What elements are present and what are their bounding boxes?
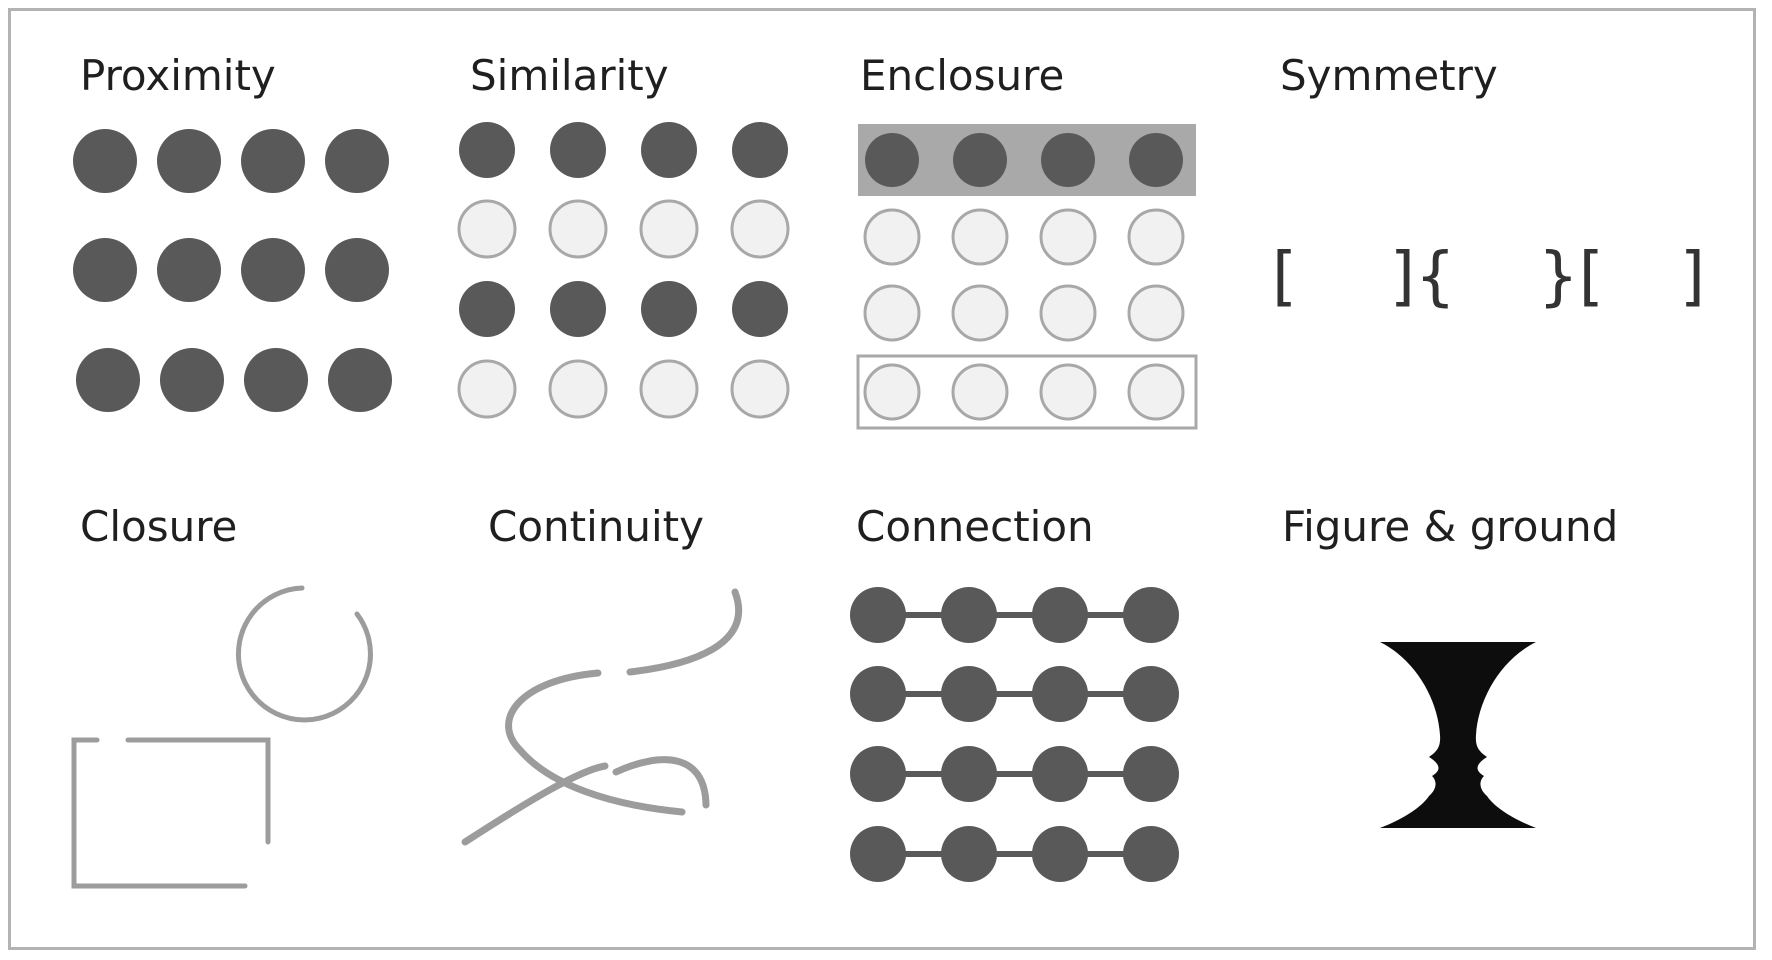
connection-dot	[850, 587, 906, 643]
connection-rows	[850, 587, 1179, 882]
enclosure-dot	[1129, 133, 1183, 187]
enclosure-dot	[951, 363, 1009, 421]
enclosure-dot	[953, 133, 1007, 187]
similarity-dot	[639, 359, 699, 419]
similarity-dot	[459, 281, 515, 337]
enclosure-title: Enclosure	[860, 51, 1065, 100]
connection-dot	[1123, 666, 1179, 722]
enclosure-dot	[865, 133, 919, 187]
enclosure-outline-box	[856, 354, 1198, 430]
closure-broken-square-right	[125, 737, 271, 845]
continuity-title: Continuity	[488, 502, 705, 551]
similarity-dot	[457, 359, 517, 419]
symmetry-brackets: [ ]{ }[ ]	[1272, 240, 1705, 314]
enclosure-dots	[863, 133, 1185, 421]
symmetry-brace-bracket-right: }[	[1538, 240, 1604, 314]
enclosure-dot	[1041, 133, 1095, 187]
connection-dot	[1123, 826, 1179, 882]
proximity-dot	[157, 238, 221, 302]
connection-dot	[941, 826, 997, 882]
proximity-dot	[244, 348, 308, 412]
connection-dot	[1123, 746, 1179, 802]
enclosure-dot	[1127, 363, 1185, 421]
connection-dot	[941, 587, 997, 643]
continuity-line-lower	[461, 762, 609, 846]
connection-dot	[1123, 587, 1179, 643]
closure-broken-square-left	[71, 737, 248, 889]
enclosure-dot	[951, 208, 1009, 266]
proximity-dot	[241, 129, 305, 193]
proximity-dot	[157, 129, 221, 193]
proximity-dot	[241, 238, 305, 302]
similarity-dot	[730, 199, 790, 259]
similarity-dot	[732, 281, 788, 337]
proximity-dot	[160, 348, 224, 412]
symmetry-title: Symmetry	[1280, 51, 1498, 100]
connection-dot	[850, 666, 906, 722]
proximity-dots	[73, 129, 392, 412]
similarity-title: Similarity	[470, 51, 669, 100]
similarity-dot	[639, 199, 699, 259]
continuity-curve-left	[505, 669, 686, 816]
proximity-dot	[328, 348, 392, 412]
closure-broken-circle	[235, 585, 373, 723]
enclosure-dot	[863, 208, 921, 266]
similarity-dot	[550, 122, 606, 178]
closure-title: Closure	[80, 502, 238, 551]
similarity-dots	[457, 122, 790, 419]
enclosure-group	[856, 124, 1198, 430]
enclosure-dot	[1127, 208, 1185, 266]
closure-shapes	[71, 585, 373, 889]
connection-dot	[1032, 746, 1088, 802]
similarity-dot	[459, 122, 515, 178]
symmetry-left-bracket: [	[1272, 240, 1297, 314]
connection-dot	[941, 666, 997, 722]
connection-dot	[1032, 587, 1088, 643]
similarity-dot	[641, 281, 697, 337]
symmetry-bracket-brace-left: ]{	[1390, 240, 1456, 314]
connection-dot	[850, 826, 906, 882]
connection-dot	[850, 746, 906, 802]
similarity-dot	[548, 359, 608, 419]
rubin-vase-figure	[1380, 642, 1536, 828]
enclosure-dot	[1039, 284, 1097, 342]
connection-dot	[1032, 666, 1088, 722]
continuity-curve-top	[626, 588, 743, 676]
enclosure-dot	[863, 284, 921, 342]
proximity-dot	[325, 129, 389, 193]
similarity-dot	[548, 199, 608, 259]
proximity-title: Proximity	[80, 51, 276, 100]
enclosure-dot	[1127, 284, 1185, 342]
similarity-dot	[641, 122, 697, 178]
symmetry-right-bracket: ]	[1680, 240, 1705, 314]
similarity-dot	[550, 281, 606, 337]
proximity-dot	[76, 348, 140, 412]
similarity-dot	[730, 359, 790, 419]
enclosure-dot	[1039, 363, 1097, 421]
proximity-dot	[73, 129, 137, 193]
connection-title: Connection	[856, 502, 1094, 551]
enclosure-dot	[951, 284, 1009, 342]
continuity-curve-right	[612, 756, 710, 809]
enclosure-dot	[863, 363, 921, 421]
connection-dot	[941, 746, 997, 802]
continuity-lines	[461, 588, 743, 846]
figure-ground-title: Figure & ground	[1282, 502, 1619, 551]
enclosure-dot	[1039, 208, 1097, 266]
connection-dot	[1032, 826, 1088, 882]
similarity-dot	[457, 199, 517, 259]
proximity-dot	[73, 238, 137, 302]
proximity-dot	[325, 238, 389, 302]
similarity-dot	[732, 122, 788, 178]
